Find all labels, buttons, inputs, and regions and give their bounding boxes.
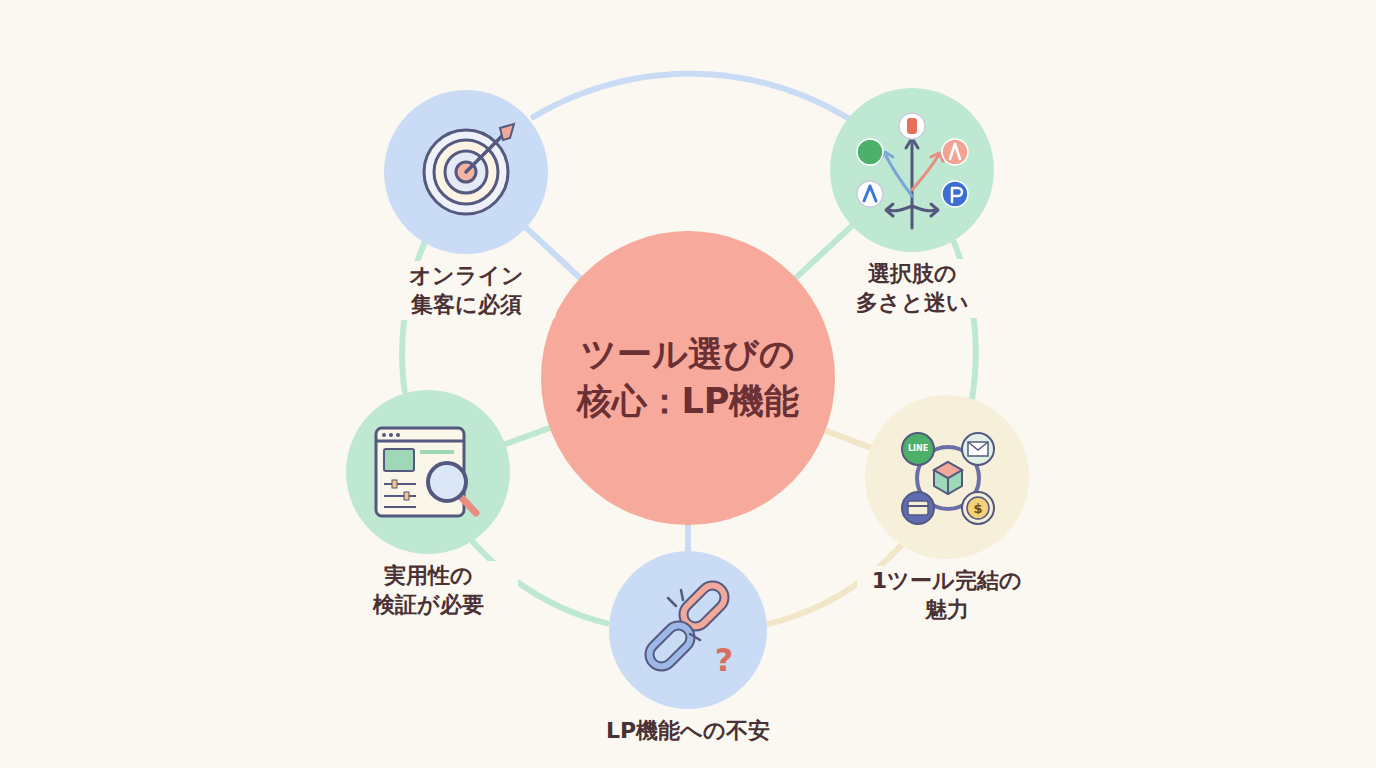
slider [384, 483, 416, 485]
circle-outline [540, 230, 836, 526]
cube [934, 462, 962, 494]
browser-line [420, 450, 454, 454]
line-app [902, 433, 934, 465]
magnifier-handle [461, 497, 476, 513]
chain-link [645, 621, 696, 672]
branch-arrow [888, 206, 912, 211]
topic-circle: 1ツール完結の 魅力 [864, 394, 1030, 560]
app-logo-mark [952, 188, 962, 202]
circle-fill [346, 390, 510, 554]
branch-arrow [886, 204, 893, 216]
envelope-flap [968, 442, 988, 450]
browser-dot [396, 433, 400, 437]
question-mark: ? [715, 644, 734, 676]
branch-arrow [912, 206, 936, 211]
inspect-icon [376, 428, 476, 516]
branch-arrow [911, 140, 914, 228]
target-ring [434, 140, 498, 204]
spoke-line [685, 524, 691, 552]
branch-arrow [886, 156, 912, 196]
slider [384, 506, 416, 508]
break-spark [681, 590, 683, 600]
target-bullseye [456, 162, 476, 182]
circle-outline [345, 389, 511, 555]
break-spark [690, 634, 700, 640]
app-logo [942, 139, 968, 165]
topic-circle: 実用性の 検証が必要 [345, 389, 511, 555]
topic-circle: LP機能への不安 [608, 550, 768, 710]
app-logo [899, 113, 925, 139]
envelope [968, 442, 988, 456]
core-circle: ツール選びの 核心：LP機能 [540, 230, 836, 526]
topic-label: オンライン 集客に必須 [376, 261, 555, 320]
app-logo [942, 181, 968, 207]
circle-fill [541, 231, 835, 525]
app-logo [857, 181, 883, 207]
circle-fill [609, 551, 767, 709]
card-circle [902, 492, 934, 524]
circle-fill [865, 395, 1029, 559]
circle-outline [383, 89, 549, 255]
slider [384, 495, 416, 497]
app-logo-mark [950, 144, 960, 159]
chain-link [679, 581, 730, 632]
branch-arrow [912, 156, 938, 190]
slider-knob [392, 480, 397, 488]
browser-image [384, 449, 414, 471]
browser-window [376, 428, 464, 516]
target-ring [424, 130, 508, 214]
target-icon [424, 124, 514, 214]
branch-arrow [906, 138, 918, 148]
circle-fill [830, 88, 994, 252]
slider-knob [404, 492, 409, 500]
choices-icon [857, 113, 968, 228]
spoke-line [824, 430, 871, 448]
card-stripe [908, 505, 928, 507]
cube-top [934, 462, 962, 478]
circle-outline [829, 87, 995, 253]
topic-label: 1ツール完結の 魅力 [857, 566, 1036, 625]
icon-text: $ [973, 502, 982, 515]
break-spark [668, 598, 676, 606]
app-logo-mark [907, 118, 917, 134]
browser-dot [382, 433, 386, 437]
browser-dot [389, 433, 393, 437]
topic-label: 実用性の 検証が必要 [338, 561, 517, 620]
credit-card [908, 501, 928, 515]
arrow-shaft [466, 134, 504, 172]
core-title: ツール選びの 核心：LP機能 [566, 331, 811, 426]
topic-label: LP機能への不安 [598, 716, 777, 747]
target-ring [445, 151, 487, 193]
hub-icon [902, 433, 994, 524]
coin-circle [962, 492, 994, 524]
icon-text: LINE [908, 445, 928, 453]
circle-outline [608, 550, 768, 710]
spoke-line [504, 428, 551, 445]
coin [967, 497, 989, 519]
topic-circle: 選択肢の 多さと迷い [829, 87, 995, 253]
chain-link-outline [679, 581, 730, 632]
branch-arrow [931, 153, 943, 161]
app-logo [857, 139, 883, 165]
branch-arrow [880, 152, 893, 160]
hub-ring [917, 447, 979, 509]
mail-circle [962, 433, 994, 465]
topic-label: 選択肢の 多さと迷い [822, 259, 1001, 318]
arrow-feather [500, 124, 514, 140]
magnifier-lens [428, 463, 466, 501]
app-logo-mark [864, 186, 876, 201]
browser-bar [376, 440, 464, 443]
cube-edge [934, 470, 962, 494]
circle-outline [864, 394, 1030, 560]
branch-arrow [931, 204, 938, 216]
circle-fill [384, 90, 548, 254]
chain-link-outline [645, 621, 696, 672]
topic-circle: オンライン 集客に必須 [383, 89, 549, 255]
ring-arc [533, 74, 848, 119]
